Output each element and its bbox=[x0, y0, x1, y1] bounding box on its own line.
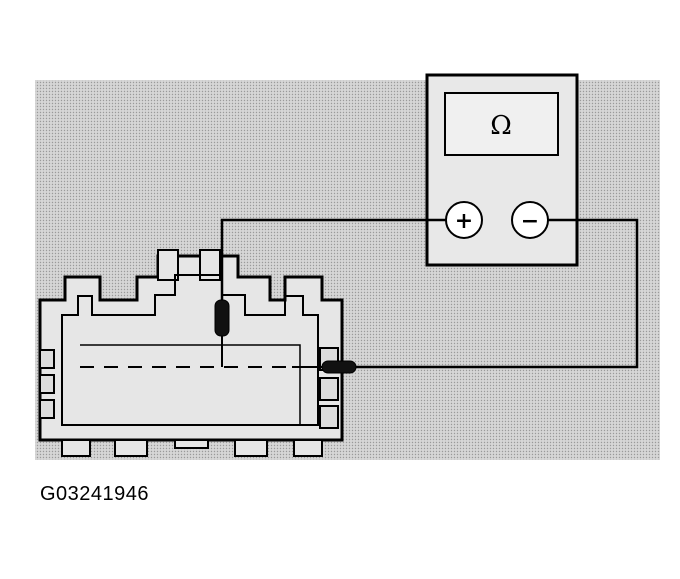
connector bbox=[38, 249, 344, 457]
test-leads bbox=[220, 218, 639, 369]
negative-probe bbox=[292, 360, 357, 374]
connector-cavity-inner bbox=[80, 344, 301, 425]
ohmmeter: Ω + − bbox=[425, 73, 579, 267]
connector-tab bbox=[157, 249, 179, 281]
connector-body bbox=[38, 254, 344, 442]
figure-id: G03241946 bbox=[40, 483, 150, 505]
negative-terminal-label: − bbox=[521, 208, 539, 234]
positive-probe bbox=[214, 299, 230, 367]
side-ribs-right bbox=[319, 347, 339, 429]
connector-tab bbox=[199, 249, 221, 281]
bottom-feet bbox=[61, 439, 323, 457]
ohm-symbol: Ω bbox=[490, 111, 512, 141]
positive-terminal-label: + bbox=[455, 208, 473, 234]
positive-lead bbox=[220, 218, 446, 300]
side-ribs-left bbox=[39, 349, 55, 419]
meter-display bbox=[444, 92, 559, 156]
negative-lead bbox=[355, 218, 639, 369]
